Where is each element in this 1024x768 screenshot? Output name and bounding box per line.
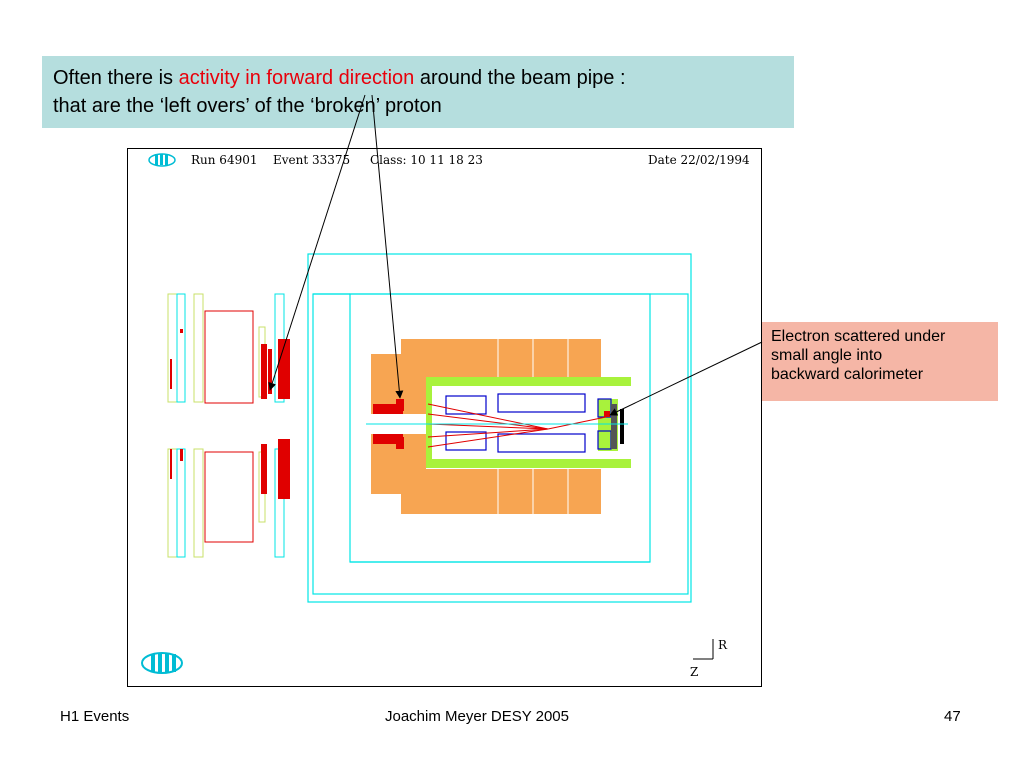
- event-display: Run 64901 Event 33375 Class: 10 11 18 23…: [127, 148, 762, 687]
- forward-hits: [170, 329, 290, 499]
- particle-tracks: [427, 403, 607, 448]
- callout-top-line1: Often there is activity in forward direc…: [53, 64, 794, 92]
- callout-right-line2: small angle into: [771, 347, 883, 364]
- outer-outline: [307, 253, 692, 603]
- callout-top: Often there is activity in forward direc…: [42, 56, 794, 128]
- calorimeter-segments: [497, 339, 569, 514]
- arrow-to-forward-calorimeter: [371, 94, 404, 399]
- footer-left: H1 Events: [60, 708, 130, 725]
- footer-center: Joachim Meyer DESY 2005: [385, 708, 569, 725]
- class-label: Class: 10 11 18 23: [370, 153, 483, 167]
- arrow-to-forward-muon: [268, 94, 366, 391]
- h1-logo-icon: [148, 153, 176, 167]
- callout-right-line1: Electron scattered under: [771, 328, 946, 345]
- h1-logo-bottom-icon: [141, 652, 183, 674]
- calorimeter-hits: [373, 399, 610, 449]
- date-label: Date 22/02/1994: [648, 153, 750, 167]
- run-label: Run 64901: [191, 153, 258, 167]
- event-header: Run 64901 Event 33375 Class: 10 11 18 23…: [128, 151, 761, 169]
- backward-calorimeter: [611, 404, 624, 449]
- page-number: 47: [944, 708, 961, 725]
- event-label: Event 33375: [273, 153, 351, 167]
- arrow-to-backward-calorimeter: [609, 341, 763, 416]
- axis-z-label: Z: [690, 665, 698, 679]
- callout-top-line2: that are the ‘left overs’ of the ‘broken…: [53, 95, 442, 117]
- callout-top-highlight: activity in forward direction: [178, 67, 415, 89]
- callout-top-text-after: around the beam pipe :: [414, 67, 626, 89]
- callout-top-text-before: Often there is: [53, 67, 179, 89]
- detector-drawing: R Z: [141, 153, 728, 679]
- callout-right: Electron scattered under small angle int…: [762, 322, 998, 401]
- callout-right-line3: backward calorimeter: [771, 366, 924, 383]
- axis-r-label: R: [718, 638, 728, 652]
- axis-indicator: [693, 639, 714, 660]
